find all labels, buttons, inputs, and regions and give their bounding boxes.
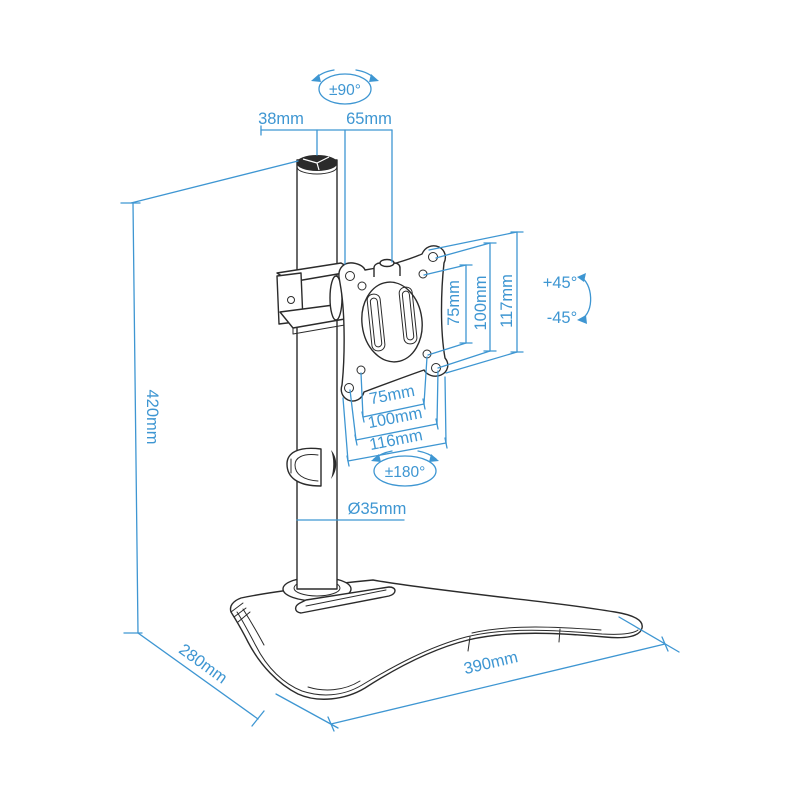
arrow-head (577, 315, 587, 324)
cable-clip-body (286, 447, 322, 487)
arrow-head (429, 454, 439, 462)
dim-38mm-label: 38mm (258, 110, 304, 128)
dim-420mm-label: 420mm (143, 389, 161, 444)
vesa-slot-left-inner (369, 297, 383, 348)
arrow-head (369, 74, 379, 82)
base-rim-line-2 (471, 626, 602, 634)
stand-pole (296, 155, 338, 590)
dim-vesa-75v-label: 75mm (445, 280, 463, 326)
clamp-screw-hole (287, 296, 295, 304)
base-rim-line-4 (242, 608, 265, 646)
vesa-slot-right-inner (401, 290, 415, 341)
rotation-90-label: ±90° (329, 82, 361, 99)
tilt-callout-45: +45° -45° (543, 273, 592, 327)
rotation-180-label: ±180° (385, 464, 426, 481)
dimension-top-offsets: 38mm 65mm (258, 110, 393, 265)
dimension-height-420: 420mm (120, 160, 299, 634)
base-section-tick-1 (467, 636, 471, 652)
base-left-hook (230, 602, 251, 623)
dim-diameter-label: Ø35mm (348, 500, 407, 518)
vesa-disc (361, 281, 423, 363)
pole-body (296, 159, 338, 590)
tilt-joint-button (379, 258, 395, 268)
arrow-head (311, 74, 321, 82)
vesa-slot-right (398, 286, 418, 345)
arrow-head (577, 273, 586, 282)
vesa-hole-inner-tl (357, 281, 367, 291)
base-section-tick-2 (558, 628, 561, 643)
tilt-plus-label: +45° (543, 274, 578, 292)
arrow-head (371, 454, 381, 462)
pole-cap-wedges (302, 156, 330, 171)
dim-vesa-100v-label: 100mm (472, 275, 490, 330)
cable-clip-inner (294, 454, 319, 482)
tilt-minus-label: -45° (547, 309, 577, 327)
base-slot-inner (305, 589, 387, 607)
pole-neck-ring (296, 166, 338, 175)
dim-vesa-117v-label: 117mm (498, 274, 516, 328)
dim-280mm-label: 280mm (175, 641, 230, 688)
dim-390mm-label: 390mm (462, 648, 520, 678)
base-rim-line-3 (307, 680, 361, 691)
vesa-hole-outer-bl (344, 383, 354, 393)
cable-clip (286, 447, 337, 487)
stand-base (229, 576, 643, 700)
vesa-hole-outer-br (431, 363, 441, 373)
base-outline (229, 579, 643, 700)
rotation-callout-90: ±90° (311, 69, 379, 105)
cable-clip-back-sliver (331, 450, 337, 479)
vesa-hole-outer-tl (345, 271, 355, 281)
dimension-pole-diameter: Ø35mm (296, 500, 407, 521)
rotation-callout-180: ±180° (371, 450, 439, 487)
base-rim-line-1 (236, 611, 639, 696)
dimension-vesa-vertical: 75mm 100mm 117mm (423, 231, 524, 374)
dim-65mm-label: 65mm (346, 110, 392, 128)
vesa-slot-left (366, 293, 386, 352)
vesa-plate (338, 245, 449, 402)
